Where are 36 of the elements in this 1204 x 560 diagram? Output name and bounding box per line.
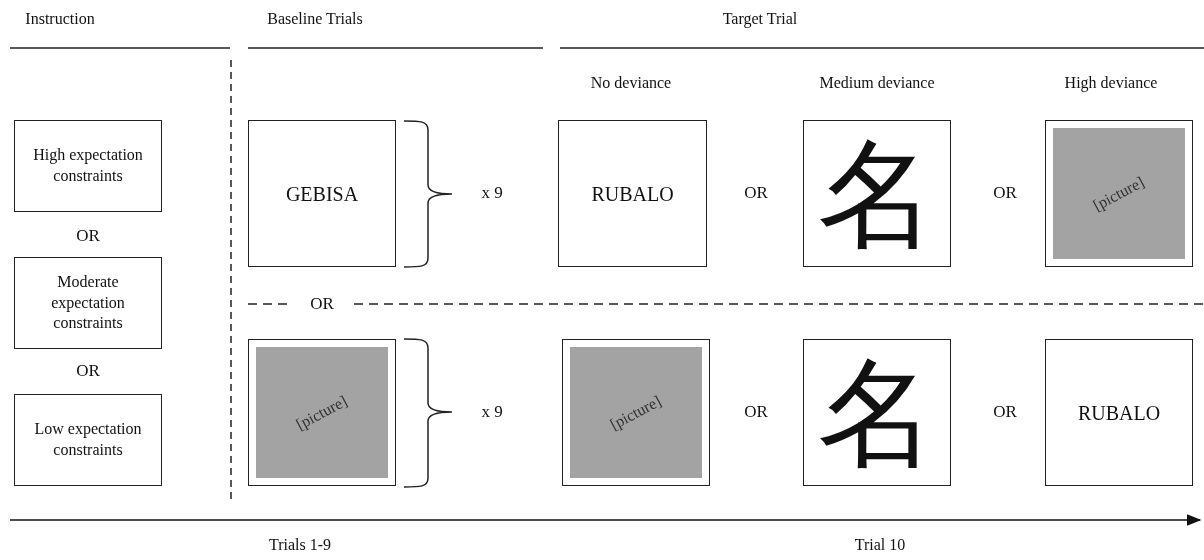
section-heading: Instruction — [25, 10, 95, 28]
picture-placeholder-box — [562, 339, 710, 486]
stimulus-word: GEBISA — [285, 181, 359, 206]
or-text: OR — [993, 402, 1017, 422]
stimulus-box — [248, 120, 396, 267]
or-text: OR — [993, 183, 1017, 203]
picture-placeholder-box — [248, 339, 396, 486]
instruction-box — [14, 120, 162, 212]
section-heading: Target Trial — [722, 10, 798, 28]
instruction-box — [14, 257, 162, 349]
axis-label: Trials 1-9 — [268, 536, 332, 554]
instruction-box — [14, 394, 162, 486]
or-text: OR — [744, 183, 768, 203]
instruction-text: Low expectation constraints — [33, 419, 143, 460]
stimulus-box — [803, 120, 951, 267]
column-heading: No deviance — [590, 74, 672, 92]
or-text: OR — [76, 361, 100, 381]
stimulus-word: RUBALO — [1077, 400, 1161, 425]
column-heading: High deviance — [1064, 74, 1158, 92]
instruction-text: Moderate expectation constraints — [50, 271, 126, 334]
column-heading: Medium deviance — [819, 74, 935, 92]
instruction-text: High expectation constraints — [32, 145, 144, 186]
or-text: OR — [744, 402, 768, 422]
stimulus-box — [558, 120, 707, 267]
stimulus-box — [803, 339, 951, 486]
section-heading: Baseline Trials — [267, 10, 363, 28]
repeat-count: x 9 — [481, 183, 503, 203]
kanji-character: 名 — [818, 134, 936, 253]
axis-label: Trial 10 — [854, 536, 906, 554]
repeat-count: x 9 — [481, 402, 503, 422]
picture-placeholder-box — [1045, 120, 1193, 267]
or-text: OR — [310, 294, 334, 314]
stimulus-box — [1045, 339, 1193, 486]
stimulus-word: RUBALO — [591, 181, 674, 206]
or-text: OR — [76, 226, 100, 246]
kanji-character: 名 — [818, 353, 936, 472]
